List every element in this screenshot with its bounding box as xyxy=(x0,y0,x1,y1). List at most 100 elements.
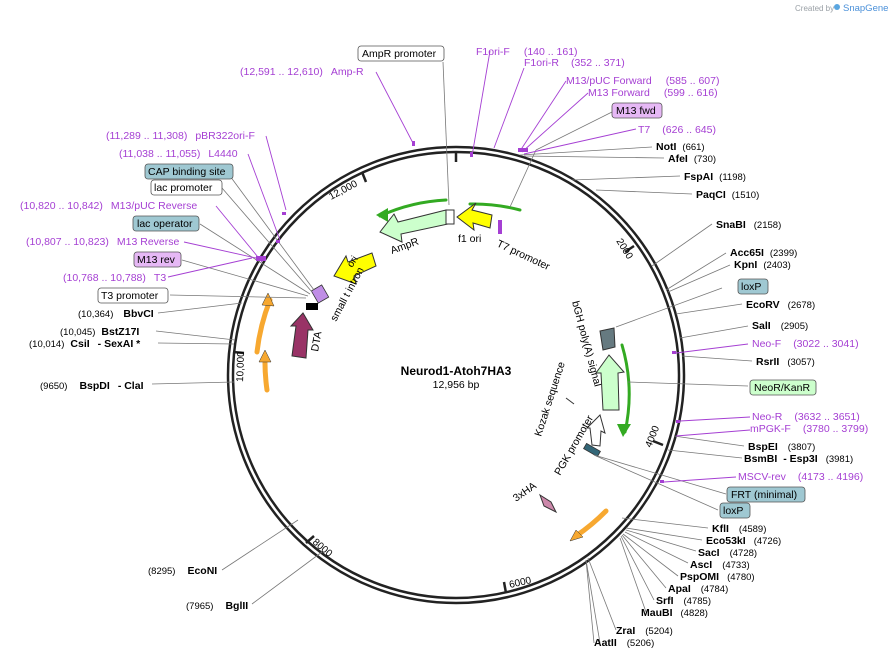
boxed-labels: AmpR promoter M13 fwd loxP NeoR/KanR FRT… xyxy=(97,45,817,519)
conn-neo-f xyxy=(675,343,749,354)
mark-neo-r xyxy=(676,420,680,423)
primer-amp-r[interactable]: (12,591 .. 12,610)Amp-R xyxy=(240,66,364,78)
enzyme-econi[interactable]: (8295)EcoNI xyxy=(148,565,217,577)
conn-t3-promoter xyxy=(169,294,307,299)
primer-m13-forward[interactable]: M13 Forward(599 .. 616) xyxy=(588,87,718,99)
enzyme-asci[interactable]: AscI(4733) xyxy=(690,559,750,571)
box-loxp-1[interactable]: loxP xyxy=(737,278,769,295)
conn-ampr-promoter xyxy=(442,61,450,206)
primer-f1ori-f[interactable]: F1ori-F(140 .. 161) xyxy=(476,46,578,58)
primer-neo-r[interactable]: Neo-R(3632 .. 3651) xyxy=(752,411,860,423)
primer-pbr322ori-f[interactable]: (11,289 .. 11,308)pBR322ori-F xyxy=(106,130,255,142)
primer-m13puc-forward[interactable]: M13/pUC Forward(585 .. 607) xyxy=(566,75,719,87)
conn-t3 xyxy=(167,257,253,278)
kozak-label: Kozak sequence xyxy=(532,360,567,438)
mark-l4440 xyxy=(276,240,280,243)
primer-mscv-rev[interactable]: MSCV-rev(4173 .. 4196) xyxy=(738,471,863,483)
box-cap-label: CAP binding site xyxy=(148,166,226,178)
pgk-promoter-feature: PGK promoter xyxy=(552,413,606,478)
conn-bbvci xyxy=(157,302,243,314)
box-lac-promoter[interactable]: lac promoter xyxy=(150,179,223,196)
conn-snabi xyxy=(651,223,713,267)
box-cap[interactable]: CAP binding site xyxy=(144,163,234,180)
conn-m13-fwd xyxy=(535,111,613,151)
conn-bstz17i xyxy=(155,330,236,341)
box-loxp-1-label: loxP xyxy=(741,281,761,293)
feature-connectors xyxy=(169,61,749,511)
primer-m13puc-reverse[interactable]: (10,820 .. 10,842)M13/pUC Reverse xyxy=(20,200,197,212)
plasmid-name: Neurod1-Atoh7HA3 xyxy=(401,364,512,378)
kozak-feature: Kozak sequence xyxy=(532,360,575,438)
box-m13-rev[interactable]: M13 rev xyxy=(133,251,182,268)
primer-t7[interactable]: T7(626 .. 645) xyxy=(638,124,716,136)
backbone-marks xyxy=(256,141,680,483)
enzyme-snabi[interactable]: SnaBI(2158) xyxy=(716,219,781,231)
enzyme-srfi[interactable]: SrfI(4785) xyxy=(656,595,711,607)
primer-neo-f[interactable]: Neo-F(3022 .. 3041) xyxy=(752,338,859,350)
enzyme-bspei[interactable]: BspEI(3807) xyxy=(748,441,815,453)
primer-f1ori-r[interactable]: F1ori-R(352 .. 371) xyxy=(524,57,625,69)
box-ampr-promoter[interactable]: AmpR promoter xyxy=(357,45,445,62)
primer-t3[interactable]: (10,768 .. 10,788)T3 xyxy=(63,272,166,284)
enzyme-rsrii[interactable]: RsrII(3057) xyxy=(756,356,815,368)
conn-aatii xyxy=(585,559,601,644)
enzyme-aatii[interactable]: AatII(5206) xyxy=(594,637,654,649)
enzyme-apai[interactable]: ApaI(4784) xyxy=(668,583,728,595)
enzyme-bbvci[interactable]: (10,364)BbvCI xyxy=(78,308,154,320)
box-t3-promoter[interactable]: T3 promoter xyxy=(97,287,169,304)
tick-label-6000: 6000 xyxy=(508,575,533,591)
enzyme-noti[interactable]: NotI(661) xyxy=(656,141,705,153)
ampr-arrow xyxy=(379,209,449,243)
enzyme-saci[interactable]: SacI(4728) xyxy=(698,547,757,559)
enzyme-ecorv[interactable]: EcoRV(2678) xyxy=(746,299,815,311)
kozak-mark xyxy=(565,397,575,405)
box-loxp-2[interactable]: loxP xyxy=(719,502,751,519)
primer-m13-reverse[interactable]: (10,807 .. 10,823)M13 Reverse xyxy=(26,236,180,248)
conn-pbr322 xyxy=(265,135,287,211)
box-lac-operator[interactable]: lac operator xyxy=(132,215,200,232)
orange-arcs xyxy=(254,297,609,539)
enzyme-bspdi[interactable]: (9650)BspDI- ClaI xyxy=(40,380,144,392)
mark-neo-f xyxy=(672,351,676,354)
small-t-intron-block xyxy=(310,284,330,304)
conn-lac-promoter xyxy=(221,187,313,293)
box-neor[interactable]: NeoR/KanR xyxy=(749,379,817,396)
enzyme-zrai[interactable]: ZraI(5204) xyxy=(616,625,673,637)
enzyme-eco53ki[interactable]: Eco53kI(4726) xyxy=(706,535,781,547)
enzyme-acc65i[interactable]: Acc65I(2399) xyxy=(730,247,797,259)
conn-m13puc-rev xyxy=(215,205,263,263)
box-frt[interactable]: FRT (minimal) xyxy=(726,486,806,503)
box-m13-fwd-label: M13 fwd xyxy=(616,105,656,117)
enzyme-fspai[interactable]: FspAI(1198) xyxy=(684,171,746,183)
primer-l4440[interactable]: (11,038 .. 11,055)L4440 xyxy=(119,148,238,160)
enzyme-bglii[interactable]: (7965)BglII xyxy=(186,600,248,612)
arc-t7-direction xyxy=(468,202,522,212)
conn-bglii xyxy=(251,551,323,605)
tick-4000 xyxy=(652,439,664,447)
primer-connectors xyxy=(167,50,751,483)
conn-t7 xyxy=(523,128,637,155)
enzyme-csii[interactable]: (10,014)CsiI- SexAI * xyxy=(29,338,141,350)
orange-arc-1 xyxy=(254,297,273,355)
enzyme-kpni[interactable]: KpnI(2403) xyxy=(734,259,791,271)
conn-f1ori-r xyxy=(493,67,525,149)
enzyme-afei[interactable]: AfeI(730) xyxy=(668,153,716,165)
conn-bspei xyxy=(673,435,745,447)
enzyme-bsmbi[interactable]: BsmBI- Esp3I(3981) xyxy=(744,453,853,465)
enzyme-pspomi[interactable]: PspOMI(4780) xyxy=(680,571,755,583)
enzyme-bstz17i[interactable]: (10,045)BstZ17I xyxy=(60,326,139,338)
conn-paqci xyxy=(595,189,693,195)
primer-mpgk-f[interactable]: mPGK-F(3780 .. 3799) xyxy=(750,423,868,435)
conn-aatii-2 xyxy=(585,559,595,644)
arc-neor-arrowhead xyxy=(617,424,631,437)
conn-f1ori-f xyxy=(471,50,491,157)
mark-amp-r xyxy=(412,141,415,146)
plasmid-length: 12,956 bp xyxy=(433,379,480,391)
enzyme-sali[interactable]: SalI(2905) xyxy=(752,320,808,332)
box-m13-fwd[interactable]: M13 fwd xyxy=(611,102,663,119)
enzyme-kfli[interactable]: KflI(4589) xyxy=(712,523,766,535)
enzyme-paqci[interactable]: PaqCI(1510) xyxy=(696,189,759,201)
box-lac-operator-label: lac operator xyxy=(137,218,193,230)
enzyme-maubi[interactable]: MauBI(4828) xyxy=(641,607,708,619)
